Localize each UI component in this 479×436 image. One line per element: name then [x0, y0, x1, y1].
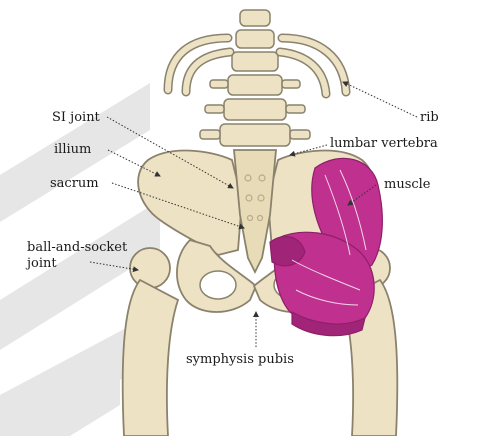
label-symphysis-pubis: symphysis pubis [186, 352, 294, 367]
label-muscle: muscle [384, 177, 431, 192]
lumbar-spine [200, 10, 310, 146]
label-lumbar-vertebra: lumbar vertebra [330, 136, 438, 151]
label-illium: illium [54, 142, 91, 157]
label-sacrum: sacrum [50, 176, 99, 191]
label-joint: joint [27, 256, 57, 271]
label-ball-and-socket: ball-and-socket [27, 240, 127, 255]
label-si-joint: SI joint [52, 110, 100, 125]
label-rib: rib [420, 110, 439, 125]
